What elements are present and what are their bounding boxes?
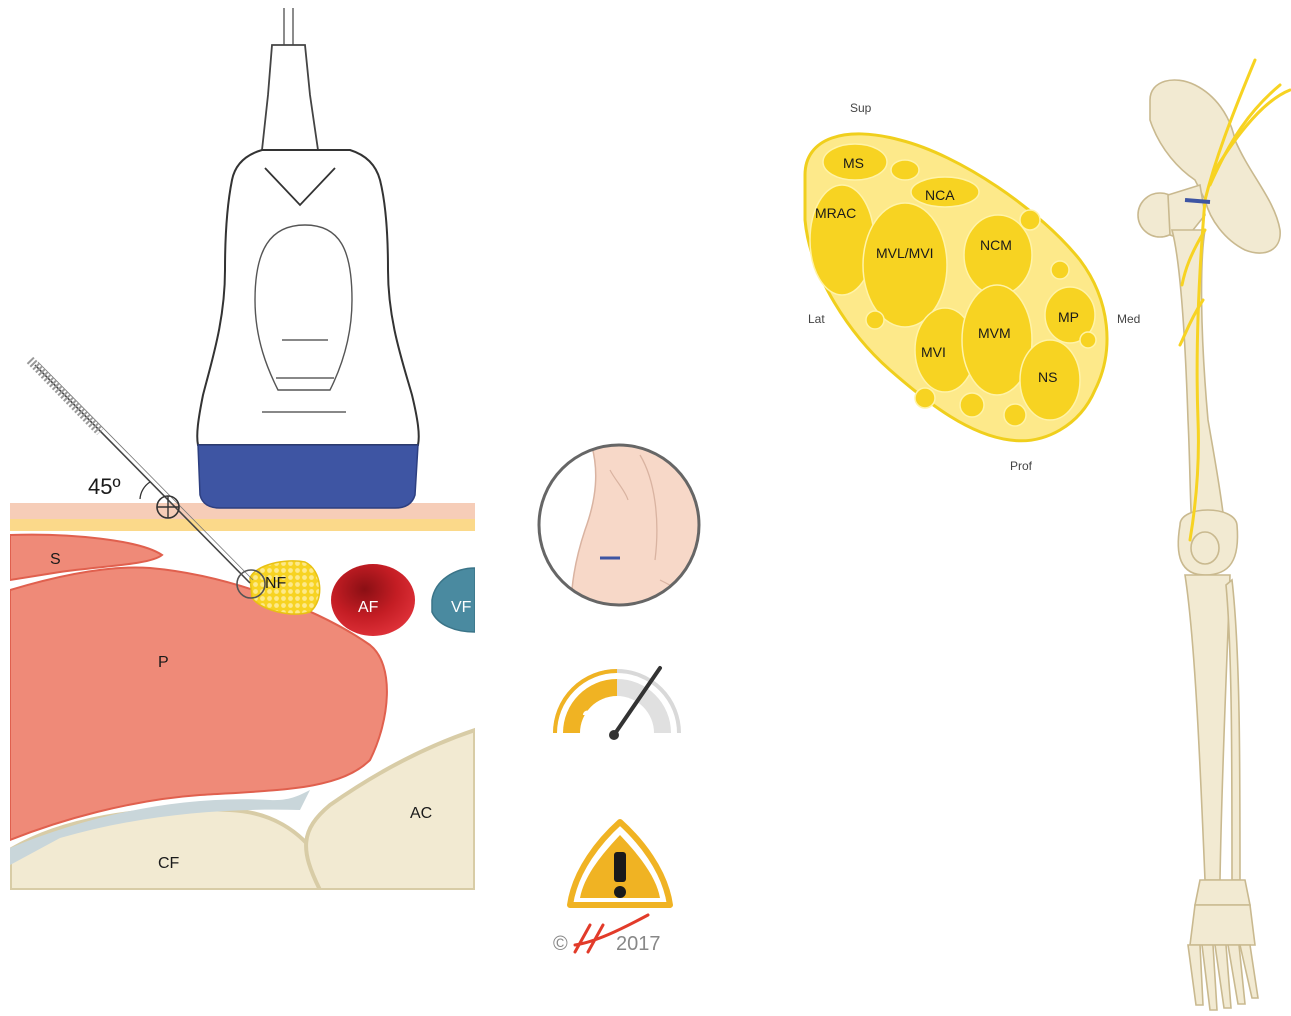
label-nf: NF	[265, 575, 287, 592]
block-level-mark	[1185, 200, 1210, 202]
difficulty-level: 2	[582, 706, 594, 731]
fascicle-mvm: MVM	[978, 325, 1011, 341]
warning-icon	[570, 822, 670, 905]
fascicle-mp: MP	[1058, 309, 1079, 325]
skin-inset	[535, 440, 705, 610]
copyright-mark: © 2017	[553, 915, 661, 955]
label-vf: VF	[451, 599, 472, 616]
label-cf: CF	[158, 855, 180, 872]
fascicle-mvi: MVI	[921, 344, 946, 360]
label-s: S	[50, 551, 61, 568]
orientation-med: Med	[1117, 312, 1140, 326]
fascicle-ncm: NCM	[980, 237, 1012, 253]
label-af: AF	[358, 599, 379, 616]
fascicle-mrac: MRAC	[815, 205, 856, 221]
angle-arc	[140, 482, 150, 499]
label-ac: AC	[410, 805, 432, 822]
copyright-symbol: ©	[553, 933, 568, 955]
fascicle-ms: MS	[843, 155, 864, 171]
orientation-prof: Prof	[1010, 459, 1033, 473]
fascicle-mvl-mvi: MVL/MVI	[876, 245, 934, 261]
orientation-lat: Lat	[808, 312, 825, 326]
fat-layer	[10, 519, 475, 531]
fascicle-ns: NS	[1038, 369, 1057, 385]
nerve-cross-section: Sup Lat Med Prof MS NCA MRAC MVL/MVI NCM…	[805, 101, 1140, 473]
label-p: P	[158, 654, 169, 671]
ultrasound-probe	[197, 8, 419, 508]
difficulty-gauge-icon: 2	[555, 668, 679, 740]
leg-skeleton	[1138, 80, 1280, 1010]
angle-label: 45º	[88, 474, 121, 499]
probe-footprint	[198, 445, 418, 508]
copyright-year: 2017	[616, 933, 661, 955]
fascicle-nca: NCA	[925, 187, 955, 203]
orientation-sup: Sup	[850, 101, 872, 115]
ultrasound-section	[10, 500, 475, 890]
